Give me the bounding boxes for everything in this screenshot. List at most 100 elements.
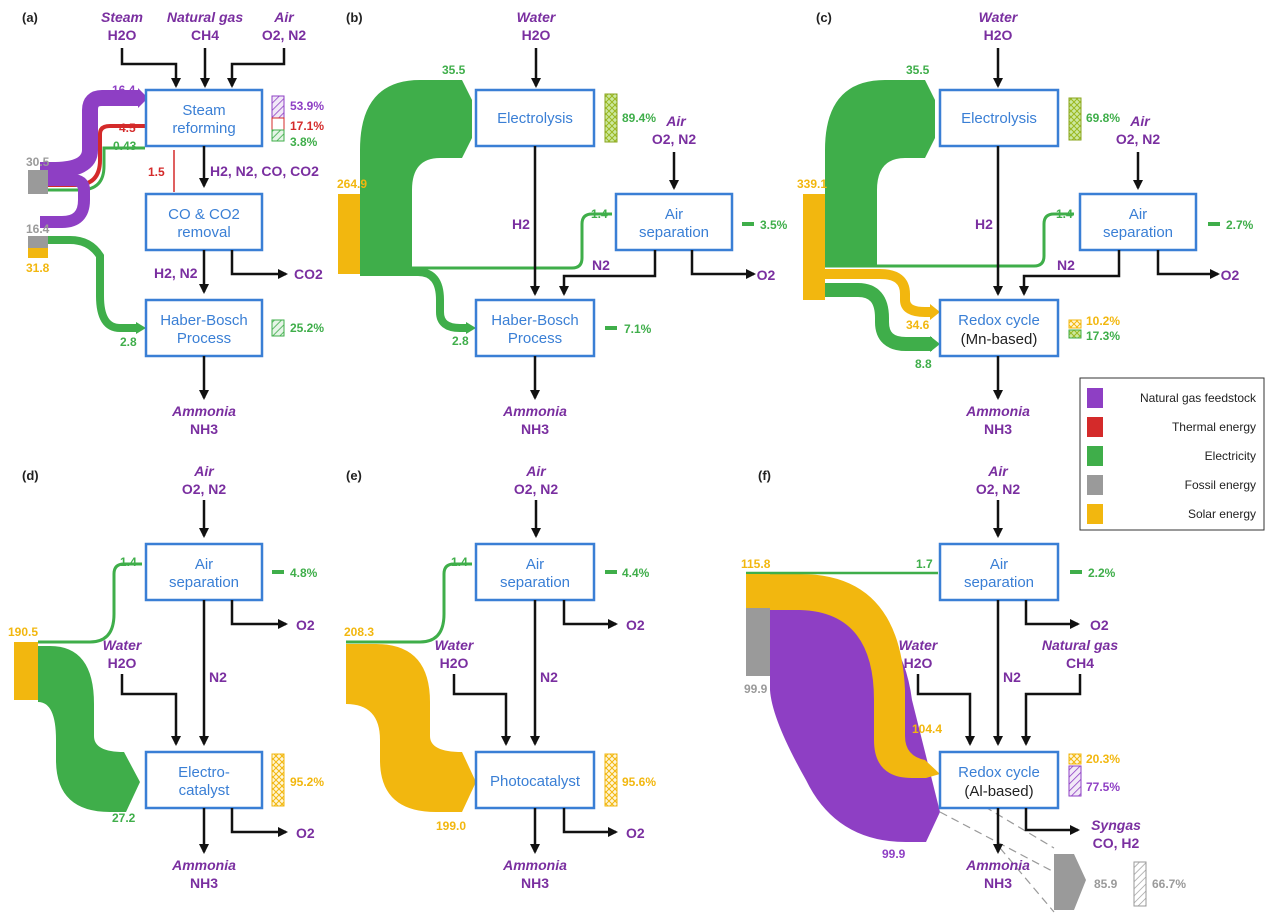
process-label: separation bbox=[1103, 224, 1173, 241]
value-airsep: 1.7 bbox=[916, 557, 933, 571]
process-electrocatalyst: Electro- catalyst bbox=[144, 750, 264, 810]
process-label: Process bbox=[508, 330, 562, 347]
input-air-name: Air bbox=[193, 463, 215, 479]
eff-value-redox-solar: 20.3% bbox=[1086, 752, 1120, 766]
flow-green-airsep bbox=[825, 212, 1074, 268]
eff-bar-airsep bbox=[1070, 570, 1082, 574]
flow-label-o2: O2 bbox=[1221, 267, 1240, 283]
process-redox-al: Redox cycle (Al-based) bbox=[938, 750, 1060, 810]
input-air-formula: O2, N2 bbox=[652, 131, 697, 147]
eff-bar-airsep bbox=[742, 222, 754, 226]
flow-green-electrolysis bbox=[825, 80, 935, 266]
flow-label-syngas-mix: H2, N2, CO, CO2 bbox=[210, 163, 319, 179]
flow-green-catalyst bbox=[38, 646, 140, 812]
value-yellow-bottom: 31.8 bbox=[26, 261, 50, 275]
input-natural-gas-name: Natural gas bbox=[167, 9, 243, 25]
flow-green-airsep bbox=[38, 562, 142, 644]
value-catalyst: 199.0 bbox=[436, 819, 466, 833]
legend: Natural gas feedstock Thermal energy Ele… bbox=[1079, 377, 1265, 531]
eff-value-redox-purple: 77.5% bbox=[1086, 780, 1120, 794]
solar-source bbox=[746, 574, 770, 608]
eff-bar-redox-elec bbox=[1068, 329, 1082, 339]
solar-source bbox=[338, 194, 360, 274]
flow-label-n2: N2 bbox=[1057, 257, 1075, 273]
output-syngas-formula: CO, H2 bbox=[1093, 835, 1140, 851]
legend-swatch-electricity bbox=[1087, 446, 1103, 466]
eff-value-hb: 7.1% bbox=[624, 322, 652, 336]
flow-label-o2: O2 bbox=[1090, 617, 1109, 633]
input-water-name: Water bbox=[899, 637, 939, 653]
value-redox-solar: 34.6 bbox=[906, 318, 930, 332]
value-green-hb: 2.8 bbox=[120, 335, 137, 349]
value-redox-elec: 8.8 bbox=[915, 357, 932, 371]
input-air-formula: O2, N2 bbox=[182, 481, 227, 497]
eff-value-airsep: 3.5% bbox=[760, 218, 788, 232]
legend-label-thermal: Thermal energy bbox=[1172, 420, 1256, 434]
value-solar: 264.9 bbox=[337, 177, 367, 191]
value-purple-in: 16.4 bbox=[112, 83, 136, 97]
value-solar: 208.3 bbox=[344, 625, 374, 639]
flow-label-h2-n2: H2, N2 bbox=[154, 265, 198, 281]
output-ammonia-name: Ammonia bbox=[502, 403, 567, 419]
legend-swatch-thermal bbox=[1087, 417, 1103, 437]
eff-value-green: 3.8% bbox=[290, 135, 318, 149]
value-gray: 99.9 bbox=[744, 682, 768, 696]
process-electrolysis: Electrolysis bbox=[938, 88, 1060, 148]
flow-label-h2: H2 bbox=[975, 216, 993, 232]
eff-bar-red bbox=[271, 117, 285, 131]
solar-source bbox=[803, 194, 825, 300]
eff-value-catalyst: 95.6% bbox=[622, 775, 656, 789]
flow-label-n2: N2 bbox=[1003, 669, 1021, 685]
output-ammonia-name: Ammonia bbox=[965, 857, 1030, 873]
value-airsep: 1.4 bbox=[120, 555, 137, 569]
process-label: Redox cycle bbox=[958, 764, 1040, 781]
panel-b: (b) Water H2O 264.9 35.5 1.4 2.8 Electro… bbox=[337, 9, 788, 437]
value-red-in: 4.5 bbox=[119, 121, 136, 135]
gray-source-bottom bbox=[28, 236, 48, 248]
flow-label-co2: CO2 bbox=[294, 266, 323, 282]
panel-f-label: (f) bbox=[758, 468, 771, 483]
process-photocatalyst: Photocatalyst bbox=[474, 750, 596, 810]
eff-value-airsep: 2.2% bbox=[1088, 566, 1116, 580]
flow-label-o2: O2 bbox=[757, 267, 776, 283]
flow-green-redox bbox=[825, 283, 932, 351]
process-steam-reforming: Steam reforming bbox=[144, 88, 264, 148]
legend-label-fossil: Fossil energy bbox=[1185, 478, 1256, 492]
process-co-removal: CO & CO2 removal bbox=[144, 192, 264, 252]
panel-e: (e) Air O2, N2 208.3 1.4 199.0 Air separ… bbox=[344, 463, 656, 891]
process-label: Process bbox=[177, 330, 231, 347]
yellow-source bbox=[28, 248, 48, 258]
eff-bar-syngas bbox=[1133, 861, 1147, 907]
input-air-name: Air bbox=[1129, 113, 1151, 129]
flow-solar-redox bbox=[746, 574, 940, 778]
flow-label-n2: N2 bbox=[540, 669, 558, 685]
eff-bar-electrolysis bbox=[604, 93, 618, 143]
process-haber-bosch: Haber-Bosch Process bbox=[474, 298, 596, 358]
output-syngas-name: Syngas bbox=[1091, 817, 1141, 833]
input-water-name: Water bbox=[517, 9, 557, 25]
legend-swatch-fossil bbox=[1087, 475, 1103, 495]
eff-bar-airsep bbox=[272, 570, 284, 574]
input-ch4-formula: CH4 bbox=[191, 27, 219, 43]
process-label: Photocatalyst bbox=[490, 773, 581, 790]
eff-value-electrolysis: 69.8% bbox=[1086, 111, 1120, 125]
process-label: Air bbox=[1129, 206, 1147, 223]
input-water-name: Water bbox=[103, 637, 143, 653]
process-label: (Al-based) bbox=[964, 783, 1033, 800]
flow-label-o2-bottom: O2 bbox=[296, 825, 315, 841]
value-gray-bottom: 16.4 bbox=[26, 222, 50, 236]
legend-swatch-natural-gas bbox=[1087, 388, 1103, 408]
process-label: Electrolysis bbox=[497, 110, 573, 127]
process-label: Steam bbox=[182, 102, 225, 119]
eff-bar-hb bbox=[271, 319, 285, 337]
eff-value-purple: 53.9% bbox=[290, 99, 324, 113]
process-air-separation: Air separation bbox=[938, 542, 1060, 602]
input-water-formula: H2O bbox=[984, 27, 1013, 43]
process-air-separation: Air separation bbox=[1078, 192, 1198, 252]
process-label: separation bbox=[639, 224, 709, 241]
process-label: Air bbox=[526, 556, 544, 573]
value-solar: 339.1 bbox=[797, 177, 827, 191]
eff-value-red: 17.1% bbox=[290, 119, 324, 133]
gray-source-top bbox=[28, 170, 48, 194]
eff-bar-hb bbox=[605, 326, 617, 330]
